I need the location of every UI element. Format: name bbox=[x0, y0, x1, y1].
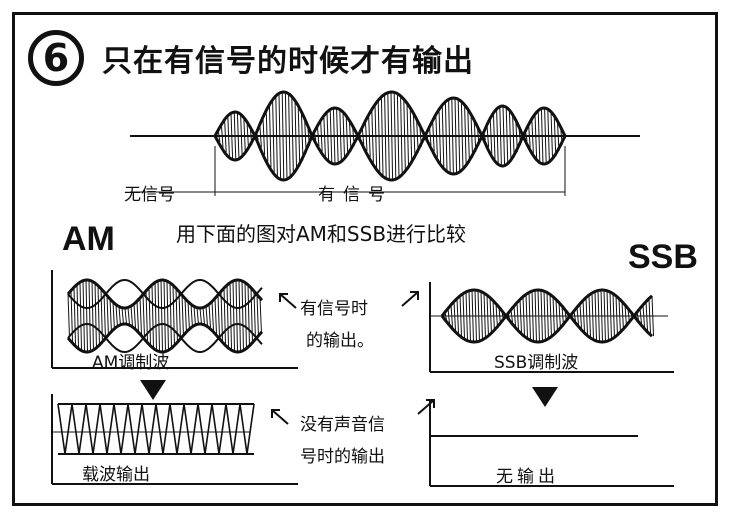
ssb-no-output-caption: 无输出 bbox=[496, 467, 559, 487]
ssb-no-output-panel bbox=[428, 398, 678, 488]
top-signal-diagram bbox=[130, 88, 650, 208]
ssb-label: SSB bbox=[628, 238, 698, 276]
ssb-flat-line bbox=[429, 400, 674, 487]
no-signal-label: 无信号 bbox=[124, 185, 175, 205]
pointer-right-icon-2 bbox=[417, 399, 435, 415]
note-with-signal-line1: 有信号时 bbox=[300, 299, 368, 319]
am-carrier-fill bbox=[67, 280, 262, 352]
note-without-signal-line1: 没有声音信 bbox=[300, 415, 385, 435]
ssb-modulated-panel bbox=[428, 280, 678, 376]
am-modulated-panel bbox=[50, 268, 300, 372]
top-upper-envelope bbox=[213, 90, 567, 140]
am-modulated-caption: AM调制波 bbox=[92, 353, 170, 373]
top-lower-envelope bbox=[213, 132, 567, 182]
am-carrier-caption: 载波输出 bbox=[82, 465, 150, 485]
note-with-signal-line2: 的输出。 bbox=[306, 331, 374, 351]
am-carrier-wave bbox=[51, 394, 298, 485]
ssb-carrier-fill bbox=[442, 289, 654, 343]
compare-caption: 用下面的图对AM和SSB进行比较 bbox=[176, 222, 467, 246]
pointer-left-icon bbox=[279, 293, 297, 309]
ssb-modulated-wave bbox=[429, 282, 674, 373]
am-carrier-zigzag bbox=[57, 403, 255, 455]
am-carrier-panel bbox=[50, 392, 300, 488]
note-without-signal-line2: 号时的输出 bbox=[300, 447, 385, 467]
page-title: 只在有信号的时候才有输出 bbox=[102, 44, 474, 79]
figure-frame bbox=[12, 12, 718, 506]
signal-label: 有信号 bbox=[318, 185, 393, 205]
step-number-badge: 6 bbox=[28, 30, 84, 86]
ssb-down-arrow-icon bbox=[532, 387, 558, 407]
am-modulated-wave bbox=[51, 270, 298, 369]
top-waveform bbox=[130, 90, 640, 196]
top-carrier-fill bbox=[215, 92, 566, 180]
am-down-arrow-icon bbox=[140, 380, 166, 400]
pointer-right-icon bbox=[401, 291, 419, 307]
am-label: AM bbox=[62, 220, 115, 258]
ssb-modulated-caption: SSB调制波 bbox=[494, 353, 579, 373]
pointer-left-icon-2 bbox=[271, 409, 289, 425]
